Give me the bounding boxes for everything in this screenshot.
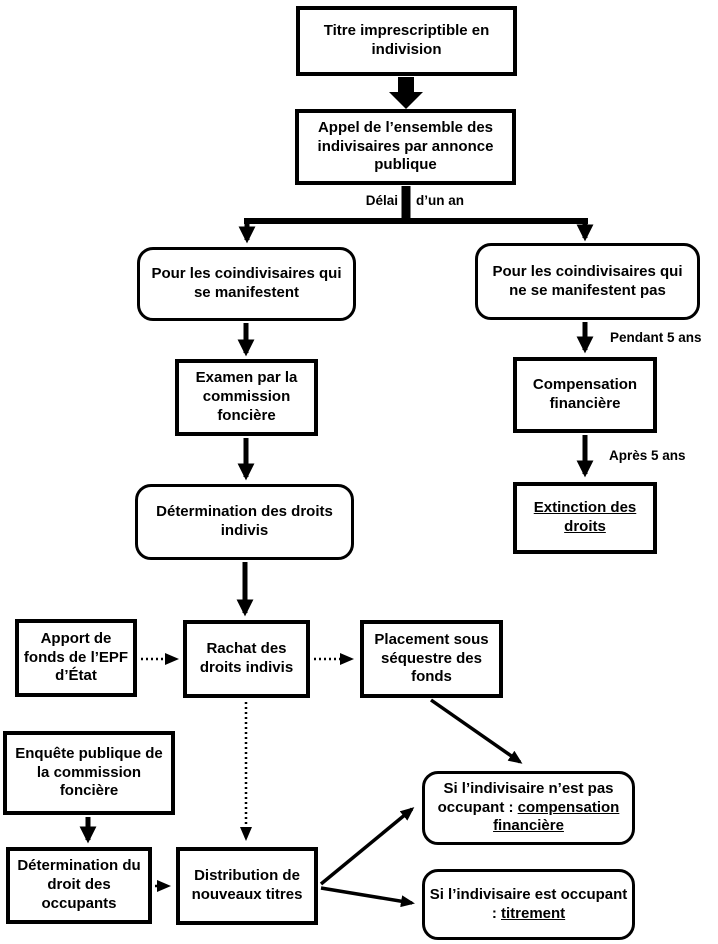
node-determination-droit-occupants: Détermination du droit des occupants bbox=[6, 847, 152, 924]
node-si-indivisaire-occupant: Si l’indivisaire est occupant : titremen… bbox=[422, 869, 635, 940]
node-compensation-financiere: Compensation financière bbox=[513, 357, 657, 433]
node-examen-label: Examen par la commission foncière bbox=[195, 369, 298, 424]
node-examen-commission-fonciere: Examen par la commission foncière bbox=[175, 359, 318, 436]
node-apport-fonds-epf: Apport de fonds de l’EPF d’État bbox=[15, 619, 137, 697]
node-distribution-nouveaux-titres: Distribution de nouveaux titres bbox=[176, 847, 318, 925]
node-enquete-publique: Enquête publique de la commission fonciè… bbox=[3, 731, 175, 815]
node-titre-label: Titre imprescriptible en indivision bbox=[323, 22, 490, 58]
arrow-placement-sipasoccupant bbox=[429, 698, 523, 764]
node-coindivisaires-ne-manifestent-pas: Pour les coindivisaires qui ne se manife… bbox=[475, 243, 700, 320]
node-si-indivisaire-pas-occupant: Si l’indivisaire n’est pas occupant : co… bbox=[422, 771, 635, 845]
node-placement-sequestre: Placement sous séquestre des fonds bbox=[360, 620, 503, 698]
node-distribution-label: Distribution de nouveaux titres bbox=[191, 867, 303, 903]
node-coind-oui-label: Pour les coindivisaires qui se manifeste… bbox=[151, 265, 342, 301]
node-si-pas-occupant-label: Si l’indivisaire n’est pas occupant : bbox=[437, 779, 614, 816]
arrow-distribution-sioccupant bbox=[320, 886, 415, 908]
node-extinction-des-droits: Extinction des droits bbox=[513, 482, 657, 554]
edge-label-apres-5-ans: Après 5 ans bbox=[609, 448, 686, 463]
node-enquete-label: Enquête publique de la commission fonciè… bbox=[15, 744, 163, 800]
node-apport-label: Apport de fonds de l’EPF d’État bbox=[23, 629, 129, 685]
node-appel-annonce-publique: Appel de l’ensemble des indivisaires par… bbox=[295, 109, 516, 185]
edge-label-dun-an: d’un an bbox=[416, 193, 464, 208]
node-si-pas-occupant-underlined: compensation financière bbox=[493, 798, 620, 835]
node-compensation-label: Compensation financière bbox=[532, 376, 638, 412]
node-coindivisaires-manifestent: Pour les coindivisaires qui se manifeste… bbox=[137, 247, 356, 321]
node-si-occupant-underlined: titrement bbox=[500, 904, 566, 922]
node-titre-imprescriptible: Titre imprescriptible en indivision bbox=[296, 6, 517, 76]
edge-label-pendant-5-ans: Pendant 5 ans bbox=[610, 330, 702, 345]
node-determination-droits-indivis: Détermination des droits indivis bbox=[135, 484, 354, 560]
edge-label-delai: Délai bbox=[365, 193, 398, 208]
node-det-indivis-label: Détermination des droits indivis bbox=[156, 503, 333, 539]
node-si-occupant-label: Si l’indivisaire est occupant : bbox=[429, 885, 628, 922]
block-arrow-titre-appel bbox=[389, 77, 423, 109]
node-coind-non-label: Pour les coindivisaires qui ne se manife… bbox=[492, 262, 683, 299]
node-det-occupants-label: Détermination du droit des occupants bbox=[17, 857, 141, 912]
node-rachat-label: Rachat des droits indivis bbox=[199, 640, 294, 676]
node-placement-label: Placement sous séquestre des fonds bbox=[374, 630, 489, 686]
node-appel-label: Appel de l’ensemble des indivisaires par… bbox=[317, 118, 494, 174]
arrow-distribution-sipasoccupant bbox=[319, 807, 415, 886]
node-rachat-droits-indivis: Rachat des droits indivis bbox=[183, 620, 310, 698]
node-extinction-label: Extinction des droits bbox=[533, 499, 637, 535]
